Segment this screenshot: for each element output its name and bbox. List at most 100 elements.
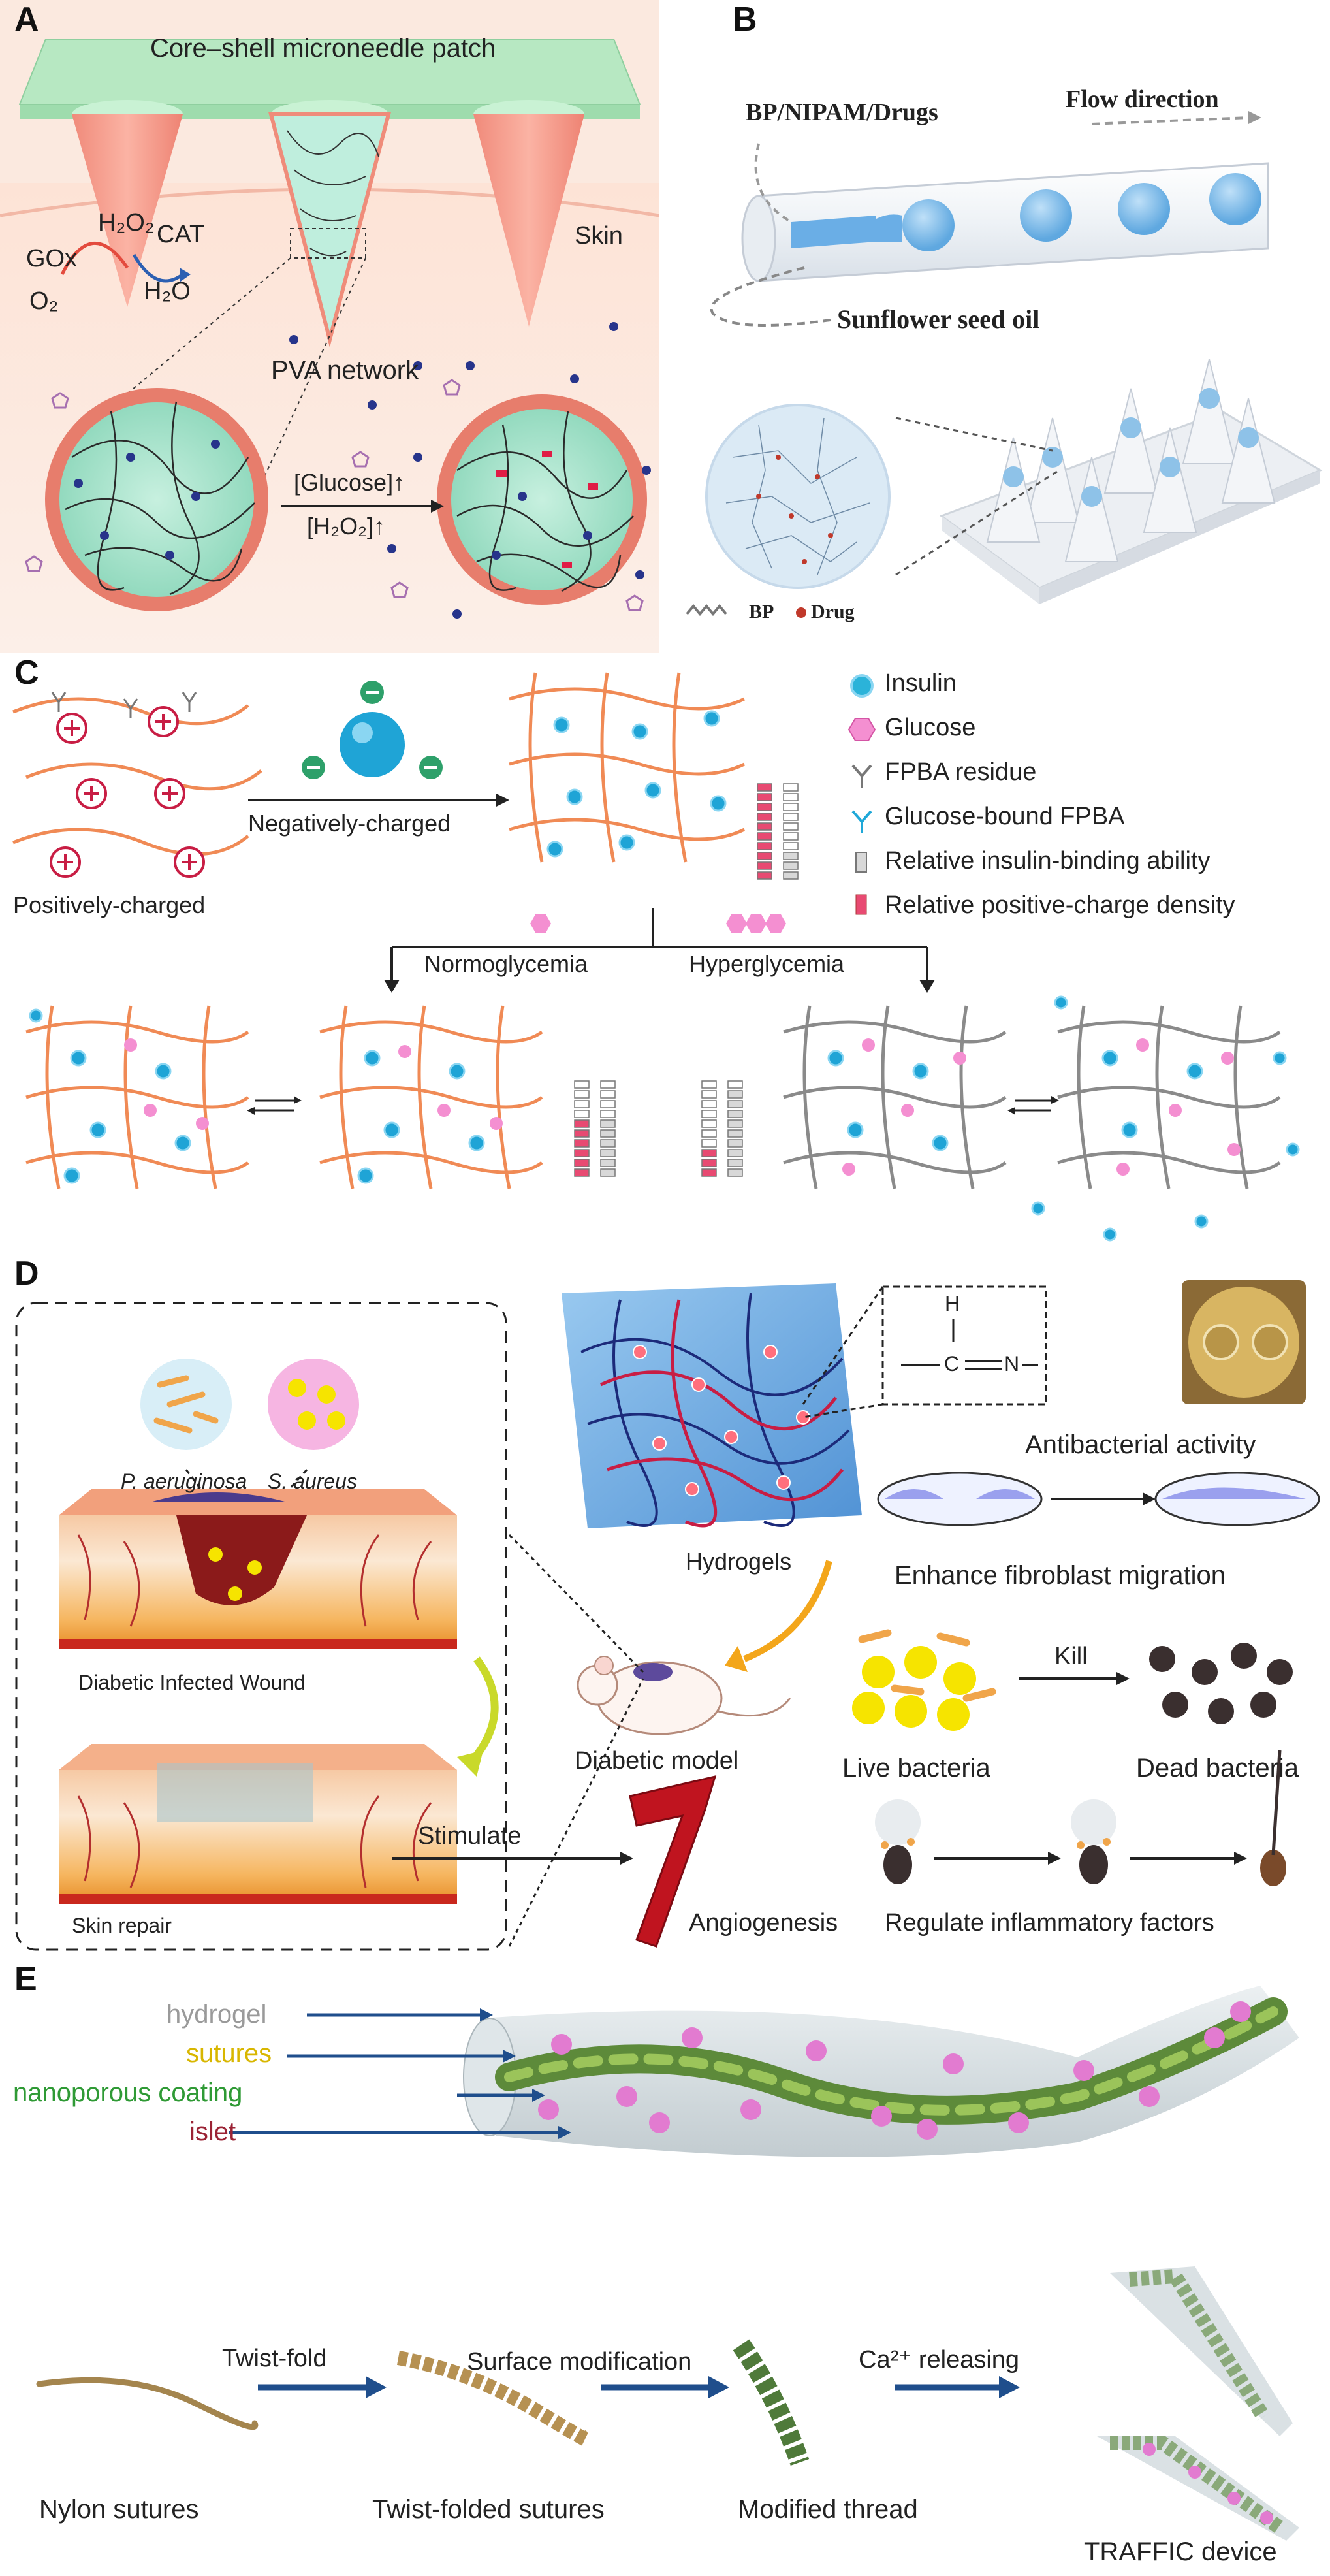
bar-segment [600, 1149, 616, 1157]
bar-segment [783, 803, 799, 811]
stage-twisted: Twist-folded sutures [372, 2495, 605, 2524]
bar-segment [727, 1139, 743, 1148]
bond-c: C [944, 1352, 960, 1376]
oil-label: Sunflower seed oil [837, 304, 1040, 334]
blood-vessel [629, 1775, 717, 1948]
panel-d-label: D [14, 1255, 39, 1293]
bar-segment [574, 1168, 590, 1177]
o2-label: O₂ [29, 287, 59, 315]
layer-islet: islet [189, 2117, 236, 2146]
hydrogels-label: Hydrogels [686, 1548, 792, 1575]
bar-segment [600, 1139, 616, 1148]
stage-device: TRAFFIC device [1084, 2537, 1277, 2566]
bar-segment [574, 1080, 590, 1089]
positively-charged-label: Positively-charged [13, 892, 206, 918]
microneedle-core [268, 112, 391, 347]
bar-segment [701, 1168, 717, 1177]
legend-glucose: Glucose [885, 714, 976, 741]
dashed-box [15, 1302, 507, 1951]
bar-segment [727, 1090, 743, 1099]
traffic-device-islet [1097, 2436, 1299, 2541]
hydrogel-cube [562, 1283, 862, 1528]
panel-e-art [36, 1986, 1299, 2541]
bar-segment [600, 1129, 616, 1138]
modified-thread [733, 2339, 810, 2466]
step-surface: Surface modification [467, 2348, 692, 2375]
diabetic-model-label: Diabetic model [575, 1747, 739, 1775]
bar-segment [574, 1129, 590, 1138]
panel-d-art [15, 1280, 1320, 1951]
bar-segment [701, 1149, 717, 1157]
bar-segment [574, 1149, 590, 1157]
dead-bacteria-label: Dead bacteria [1136, 1754, 1299, 1782]
insulin-protein [340, 712, 405, 777]
bar-segment [727, 1159, 743, 1167]
step-ca: Ca²⁺ releasing [859, 2346, 1020, 2374]
bar-segment [757, 842, 772, 850]
legend-fpba: FPBA residue [885, 758, 1037, 786]
stage-nylon: Nylon sutures [39, 2495, 199, 2524]
bar-segment [574, 1110, 590, 1118]
bar-segment [701, 1090, 717, 1099]
bar-segment [600, 1168, 616, 1177]
bar-segment [757, 832, 772, 841]
panel-e-label: E [14, 1966, 37, 1998]
step-twist: Twist-fold [222, 2345, 327, 2372]
bar-segment [727, 1119, 743, 1128]
bond-h: H [945, 1292, 960, 1315]
h2o-label: H₂O [144, 278, 191, 305]
cat-label: CAT [157, 221, 205, 248]
bar-segment [574, 1139, 590, 1148]
panel-a-label: A [14, 1, 39, 39]
patch-title: Core–shell microneedle patch [150, 34, 496, 63]
bar-segment [783, 793, 799, 801]
bar-segment [727, 1129, 743, 1138]
layer-coating: nanoporous coating [13, 2078, 243, 2107]
legend-fpba-bound: Glucose-bound FPBA [885, 803, 1125, 830]
inflammatory-label: Regulate inflammatory factors [885, 1909, 1214, 1937]
bar-segment [757, 813, 772, 821]
bar-segment [757, 783, 772, 792]
stage-modified: Modified thread [738, 2495, 918, 2524]
hyperglycemia-label: Hyperglycemia [689, 950, 845, 977]
legend-insulin: Insulin [885, 669, 957, 697]
microneedle-1 [72, 114, 183, 307]
bar-segment [701, 1080, 717, 1089]
bar-segment [600, 1159, 616, 1167]
bar-segment [757, 861, 772, 870]
legend-grey-bar: Relative insulin-binding ability [885, 847, 1211, 875]
microneedle-3 [473, 114, 584, 327]
bar-segment [701, 1129, 717, 1138]
panel-d: D P. aeruginosa S. aureus Diabetic Infec… [0, 1254, 1330, 1966]
skin-label: Skin [575, 222, 623, 250]
bar-segment [783, 861, 799, 870]
bar-segment [600, 1090, 616, 1099]
panel-a-art [0, 39, 659, 653]
bar-segment [783, 852, 799, 860]
panel-b: B BP/NIPAM/Drugs Flow direction Sunflowe… [661, 0, 1330, 653]
bar-segment [783, 842, 799, 850]
glucose-condition: [Glucose]↑ [294, 469, 405, 496]
bar-segment [757, 871, 772, 880]
gox-label: GOx [26, 245, 78, 272]
live-bacteria-label: Live bacteria [842, 1754, 990, 1782]
nylon-suture [36, 2377, 259, 2430]
fibroblast-label: Enhance fibroblast migration [895, 1561, 1226, 1590]
panel-e: E hydrogel sutures nanoporous coating is… [0, 1966, 1330, 2576]
bar-segment [574, 1090, 590, 1099]
repair-label: Skin repair [72, 1914, 172, 1937]
twisted-suture [397, 2351, 593, 2447]
kill-label: Kill [1054, 1643, 1088, 1670]
bar-segment [600, 1080, 616, 1089]
bar-segment [600, 1100, 616, 1108]
panel-c: C Positively-charged Negatively-charged … [0, 653, 1330, 1254]
bar-segment [574, 1119, 590, 1128]
bar-segment [727, 1080, 743, 1089]
stimulate-label: Stimulate [418, 1822, 522, 1850]
bar-segment [701, 1119, 717, 1128]
bar-segment [783, 813, 799, 821]
bar-segment [600, 1110, 616, 1118]
bar-segment [783, 871, 799, 880]
bar-segment [727, 1149, 743, 1157]
pva-sphere-before [45, 388, 268, 611]
